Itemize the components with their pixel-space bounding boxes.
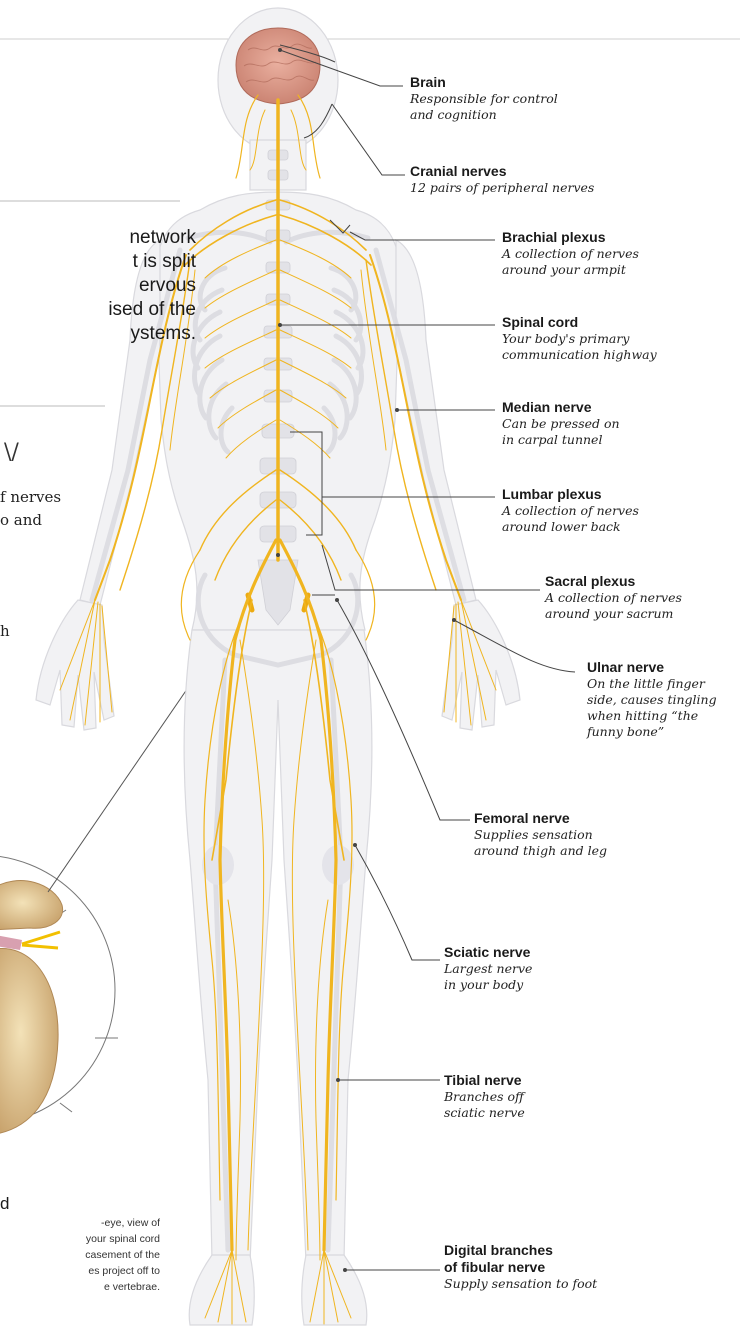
label-desc: in carpal tunnel	[502, 432, 620, 448]
label-brachial-plexus: Brachial plexus A collection of nerves a…	[502, 229, 639, 278]
label-digital-branches-fibular-nerve: Digital branches of fibular nerve Supply…	[444, 1242, 597, 1292]
label-desc: Can be pressed on	[502, 416, 620, 432]
label-median-nerve: Median nerve Can be pressed on in carpal…	[502, 399, 620, 448]
spinal-cord-detail-caption: -eye, view of your spinal cord casement …	[0, 1216, 160, 1334]
label-desc: around thigh and leg	[474, 843, 607, 859]
intro-line: network	[129, 226, 196, 250]
label-title: Digital branches of fibular nerve	[444, 1242, 597, 1276]
label-title: Lumbar plexus	[502, 486, 639, 503]
label-desc: around your armpit	[502, 262, 639, 278]
label-desc: Largest nerve	[444, 961, 532, 977]
label-title: Median nerve	[502, 399, 620, 416]
intro-line: t is split	[133, 250, 196, 274]
label-desc: Supply sensation to foot	[444, 1276, 597, 1292]
caption-line: e vertebrae.	[104, 1280, 160, 1295]
section-glyph: \/	[4, 440, 19, 465]
label-desc: A collection of nerves	[502, 246, 639, 262]
caption-line: -eye, view of	[101, 1216, 160, 1231]
label-desc: around your sacrum	[545, 606, 682, 622]
label-cranial-nerves: Cranial nerves 12 pairs of peripheral ne…	[410, 163, 594, 196]
label-desc: around lower back	[502, 519, 639, 535]
label-tibial-nerve: Tibial nerve Branches off sciatic nerve	[444, 1072, 525, 1121]
label-desc: and cognition	[410, 107, 558, 123]
label-desc: funny bone”	[587, 724, 717, 740]
brain	[236, 28, 320, 104]
label-sacral-plexus: Sacral plexus A collection of nerves aro…	[545, 573, 682, 622]
intro-paragraph: network t is split ervous ised of the ys…	[0, 226, 196, 354]
label-brain: Brain Responsible for control and cognit…	[410, 74, 558, 123]
label-title: Cranial nerves	[410, 163, 594, 180]
label-title: Femoral nerve	[474, 810, 607, 827]
label-femoral-nerve: Femoral nerve Supplies sensation around …	[474, 810, 607, 859]
label-desc: Branches off	[444, 1089, 525, 1105]
side-text-line: o and	[0, 511, 42, 529]
label-desc: in your body	[444, 977, 532, 993]
side-text-line: h	[0, 622, 10, 640]
label-sciatic-nerve: Sciatic nerve Largest nerve in your body	[444, 944, 532, 993]
caption-line: casement of the	[85, 1248, 160, 1263]
label-desc: Your body's primary	[502, 331, 657, 347]
label-desc: Supplies sensation	[474, 827, 607, 843]
spinal-cord-detail-title: d	[0, 1194, 9, 1214]
label-spinal-cord: Spinal cord Your body's primary communic…	[502, 314, 657, 363]
label-desc: On the little finger	[587, 676, 717, 692]
label-title: Spinal cord	[502, 314, 657, 331]
label-title: Brain	[410, 74, 558, 91]
label-ulnar-nerve: Ulnar nerve On the little finger side, c…	[587, 659, 717, 740]
label-desc: A collection of nerves	[502, 503, 639, 519]
label-lumbar-plexus: Lumbar plexus A collection of nerves aro…	[502, 486, 639, 535]
label-desc: when hitting “the	[587, 708, 717, 724]
intro-line: ised of the	[108, 298, 196, 322]
label-desc: Responsible for control	[410, 91, 558, 107]
label-desc: 12 pairs of peripheral nerves	[410, 180, 594, 196]
caption-line: your spinal cord	[86, 1232, 160, 1247]
intro-line: ystems.	[131, 322, 196, 346]
label-title: Sciatic nerve	[444, 944, 532, 961]
label-desc: sciatic nerve	[444, 1105, 525, 1121]
label-title: Brachial plexus	[502, 229, 639, 246]
label-desc: A collection of nerves	[545, 590, 682, 606]
intro-line: ervous	[139, 274, 196, 298]
side-text-line: f nerves	[0, 488, 61, 506]
label-title: Sacral plexus	[545, 573, 682, 590]
label-desc: side, causes tingling	[587, 692, 717, 708]
caption-line: es project off to	[88, 1264, 160, 1279]
label-title: Tibial nerve	[444, 1072, 525, 1089]
spinal-cord-detail-figure	[0, 855, 118, 1135]
label-title: Ulnar nerve	[587, 659, 717, 676]
label-desc: communication highway	[502, 347, 657, 363]
